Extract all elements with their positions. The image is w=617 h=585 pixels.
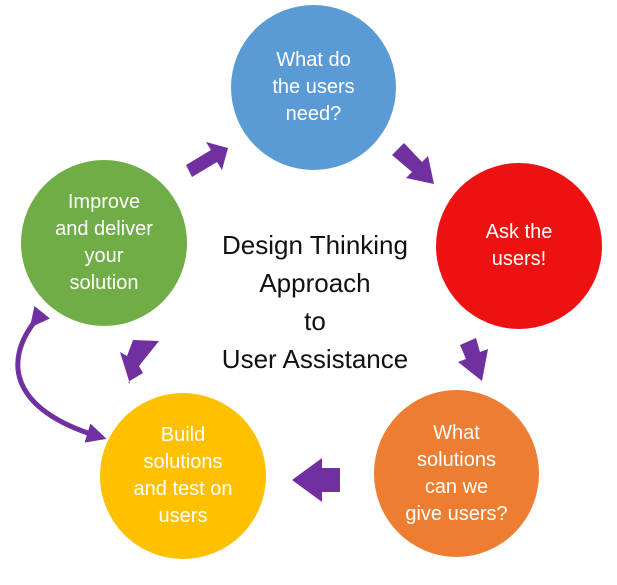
arrow-what-to-build (292, 458, 340, 502)
curved-arrow-improve-build (15, 305, 107, 443)
step-ask-users: Ask the users! (436, 163, 602, 329)
step-what-users-need: What do the users need? (231, 5, 396, 170)
step-improve-deliver: Improve and deliver your solution (21, 160, 187, 326)
arrow-build-to-improve (120, 340, 159, 384)
step-build-solutions: Build solutions and test on users (100, 393, 266, 559)
step-what-solutions-label: What solutions can we give users? (405, 421, 508, 525)
step-what-users-need-label: What do the users need? (272, 49, 355, 125)
step-ask-users-label: Ask the users! (485, 221, 553, 270)
step-build-solutions-label: Build solutions and test on users (133, 424, 233, 527)
arrow-need-to-ask (392, 143, 434, 184)
step-improve-deliver-label: Improve and deliver your solution (55, 191, 153, 294)
arrow-improve-to-need (186, 142, 228, 177)
center-title: Design Thinking Approach to User Assista… (221, 230, 409, 374)
step-what-solutions: What solutions can we give users? (374, 390, 539, 557)
arrow-ask-to-what (458, 338, 488, 381)
